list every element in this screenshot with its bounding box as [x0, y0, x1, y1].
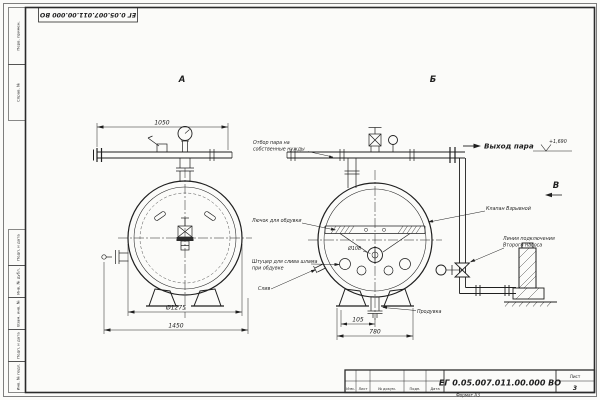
tb-sheet-label: Лист [570, 374, 581, 379]
view-a-label: А [178, 75, 186, 85]
stamp-label-0: Перв. примен. [16, 21, 21, 50]
title-block [344, 369, 596, 394]
tb-col-data: Дата [430, 387, 439, 391]
view-b-vessel [308, 170, 442, 320]
annotation-drain: Слив [258, 286, 271, 292]
annotation-nozzle-108: Ø108 [347, 245, 361, 252]
stamp-label-6: Инв. № подл. [16, 364, 21, 391]
tb-col-izm: Изм. [346, 387, 354, 391]
view-v-label: В [553, 181, 559, 191]
tb-doc-number: ЕГ 0.05.007.011.00.000 ВО [439, 379, 561, 388]
view-b-piping [286, 127, 465, 188]
view-b-dim-arrows [337, 322, 413, 338]
dim-1050: 1050 [154, 120, 169, 127]
tb-sheet-number: 3 [573, 385, 577, 392]
stamp-label-1: Справ. № [16, 83, 21, 102]
leader-arrows [310, 155, 476, 309]
dim-1450: 1450 [168, 323, 183, 330]
annotation-steam-tap-1: Отбор пара на [253, 140, 290, 146]
view-a-piping [93, 126, 233, 182]
annotation-pump-line-2: Второго насоса [503, 243, 542, 249]
steam-outlet-arrow [463, 143, 481, 149]
sheet-frame [3, 3, 597, 397]
dim-105: 105 [352, 317, 364, 324]
tb-col-podp: Подп. [410, 387, 421, 391]
stamp-label-3: Инв. № дубл. [16, 268, 21, 295]
leader-lines [270, 151, 505, 311]
view-a-dimensions [96, 123, 249, 334]
view-v-arrow [545, 192, 562, 198]
dim-780: 780 [369, 329, 381, 336]
pump-assembly [435, 158, 557, 307]
view-a-dim-arrows [97, 125, 248, 332]
inverted-doc-box [38, 7, 138, 23]
view-b-label: Б [430, 75, 437, 85]
annotation-pump-line-1: Линия подключения [502, 236, 555, 242]
elevation-mark [533, 144, 572, 152]
doc-number-inverted: ЕГ 0.05.007.011.00.000 ВО [39, 11, 136, 18]
stamp-label-5: Подп. и дата [16, 332, 21, 359]
stamp-label-4: Взам. инв. № [16, 300, 21, 326]
format-label: Формат А3 [456, 392, 480, 397]
annotation-valve: Клапан Взрывной [486, 206, 531, 212]
left-stamp-column [8, 7, 26, 393]
dim-1275: Ø1275 [165, 305, 186, 312]
tb-col-docnum: № докум. [378, 387, 396, 391]
stamp-label-2: Подп. и дата [16, 234, 21, 261]
annotation-sludge-2: при обдувке [252, 266, 284, 272]
annotation-hatch: Лючок для обдувки [251, 218, 302, 224]
annotation-steam-outlet: Выход пара [484, 142, 534, 151]
annotation-blowdown: Продувка [417, 309, 441, 315]
annotation-sludge-1: Штуцер для слива шлама [252, 259, 317, 265]
annotation-elevation: +1,690 [549, 139, 567, 145]
annotation-steam-tap-2: собственные нужды [253, 147, 305, 153]
view-a-vessel [101, 168, 252, 318]
tb-col-list: Лист [358, 387, 367, 391]
